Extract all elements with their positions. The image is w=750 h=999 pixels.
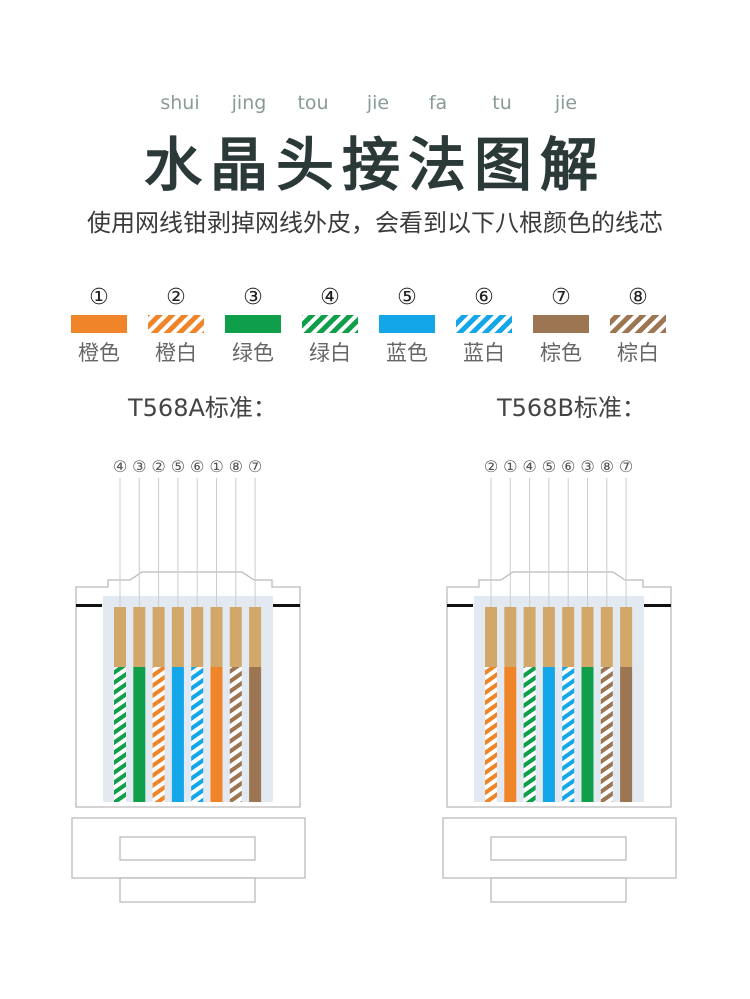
pinyin: tou <box>297 92 329 114</box>
wire-number: ⑦ <box>248 457 262 476</box>
legend-number: ⑦ <box>551 285 571 310</box>
wire-3: ③ <box>580 457 595 802</box>
wire-8: ⑧ <box>229 457 243 802</box>
color-swatch <box>379 315 435 333</box>
color-swatch <box>148 315 204 333</box>
pinyin: jie <box>554 92 578 114</box>
wire-number: ⑤ <box>542 457 556 476</box>
wire-5: ⑤ <box>542 457 556 802</box>
t568a-label: T568A标准： <box>128 394 277 422</box>
legend-item: ⑧ 棕白 <box>610 285 666 365</box>
legend-item: ① 橙色 <box>71 285 127 365</box>
wire-1: ① <box>209 457 224 802</box>
wire-3: ③ <box>132 457 146 802</box>
legend-number: ⑤ <box>397 285 417 310</box>
color-swatch <box>71 315 127 333</box>
wire-number: ⑧ <box>229 457 243 476</box>
color-swatch <box>456 315 512 333</box>
wire-number: ③ <box>132 457 146 476</box>
legend-item: ④ 绿白 <box>302 285 358 365</box>
legend-number: ③ <box>243 285 263 310</box>
pinyin: fa <box>428 92 448 114</box>
legend-label: 绿白 <box>309 341 351 365</box>
wire-number: ⑥ <box>561 457 575 476</box>
wire-number: ⑤ <box>171 457 185 476</box>
legend-label: 橙色 <box>78 341 120 365</box>
pinyin: jing <box>231 92 267 114</box>
wire-number: ⑥ <box>190 457 204 476</box>
wire-6: ⑥ <box>190 457 204 802</box>
wire-4: ④ <box>522 457 537 802</box>
wire-5: ⑤ <box>171 457 185 802</box>
wire-number: ① <box>209 457 223 476</box>
legend-number: ⑥ <box>474 285 494 310</box>
wire-7: ⑦ <box>619 457 633 802</box>
subtitle: 使用网线钳剥掉网线外皮，会看到以下八根颜色的线芯 <box>87 209 663 237</box>
pinyin: jie <box>366 92 390 114</box>
legend-item: ⑦ 棕色 <box>533 285 589 365</box>
legend-label: 橙白 <box>155 341 197 365</box>
color-swatch <box>533 315 589 333</box>
pinyin: tu <box>492 92 512 114</box>
legend-item: ⑤ 蓝色 <box>379 285 435 365</box>
color-swatch <box>225 315 281 333</box>
legend-item: ② 橙白 <box>148 285 204 365</box>
legend-label: 绿色 <box>232 341 274 365</box>
wire-number: ② <box>484 457 498 476</box>
wire-number: ⑧ <box>600 457 614 476</box>
page-title: 水晶头接法图解 <box>143 131 606 199</box>
wire-2: ② <box>151 457 166 802</box>
legend-number: ① <box>89 285 109 310</box>
wire-number: ④ <box>522 457 536 476</box>
wire-1: ① <box>503 457 517 802</box>
wire-2: ② <box>484 457 498 802</box>
legend-label: 蓝色 <box>386 341 428 365</box>
wire-4: ④ <box>113 457 127 802</box>
legend-label: 棕白 <box>617 341 659 365</box>
legend-item: ⑥ 蓝白 <box>456 285 512 365</box>
wire-number: ⑦ <box>619 457 633 476</box>
wire-number: ④ <box>113 457 127 476</box>
pinyin: shui <box>160 92 200 114</box>
wire-7: ⑦ <box>248 457 262 802</box>
color-swatch <box>610 315 666 333</box>
legend-number: ④ <box>320 285 340 310</box>
wire-8: ⑧ <box>600 457 614 802</box>
wire-number: ② <box>151 457 165 476</box>
legend-number: ② <box>166 285 186 310</box>
connector-boot <box>442 817 677 879</box>
color-swatch <box>302 315 358 333</box>
wire-6: ⑥ <box>561 457 575 802</box>
legend-number: ⑧ <box>628 285 648 310</box>
wire-number: ③ <box>580 457 594 476</box>
wire-number: ① <box>503 457 517 476</box>
legend-label: 棕色 <box>540 341 582 365</box>
legend-label: 蓝白 <box>463 341 505 365</box>
legend-item: ③ 绿色 <box>225 285 281 365</box>
t568b-label: T568B标准： <box>497 394 646 422</box>
